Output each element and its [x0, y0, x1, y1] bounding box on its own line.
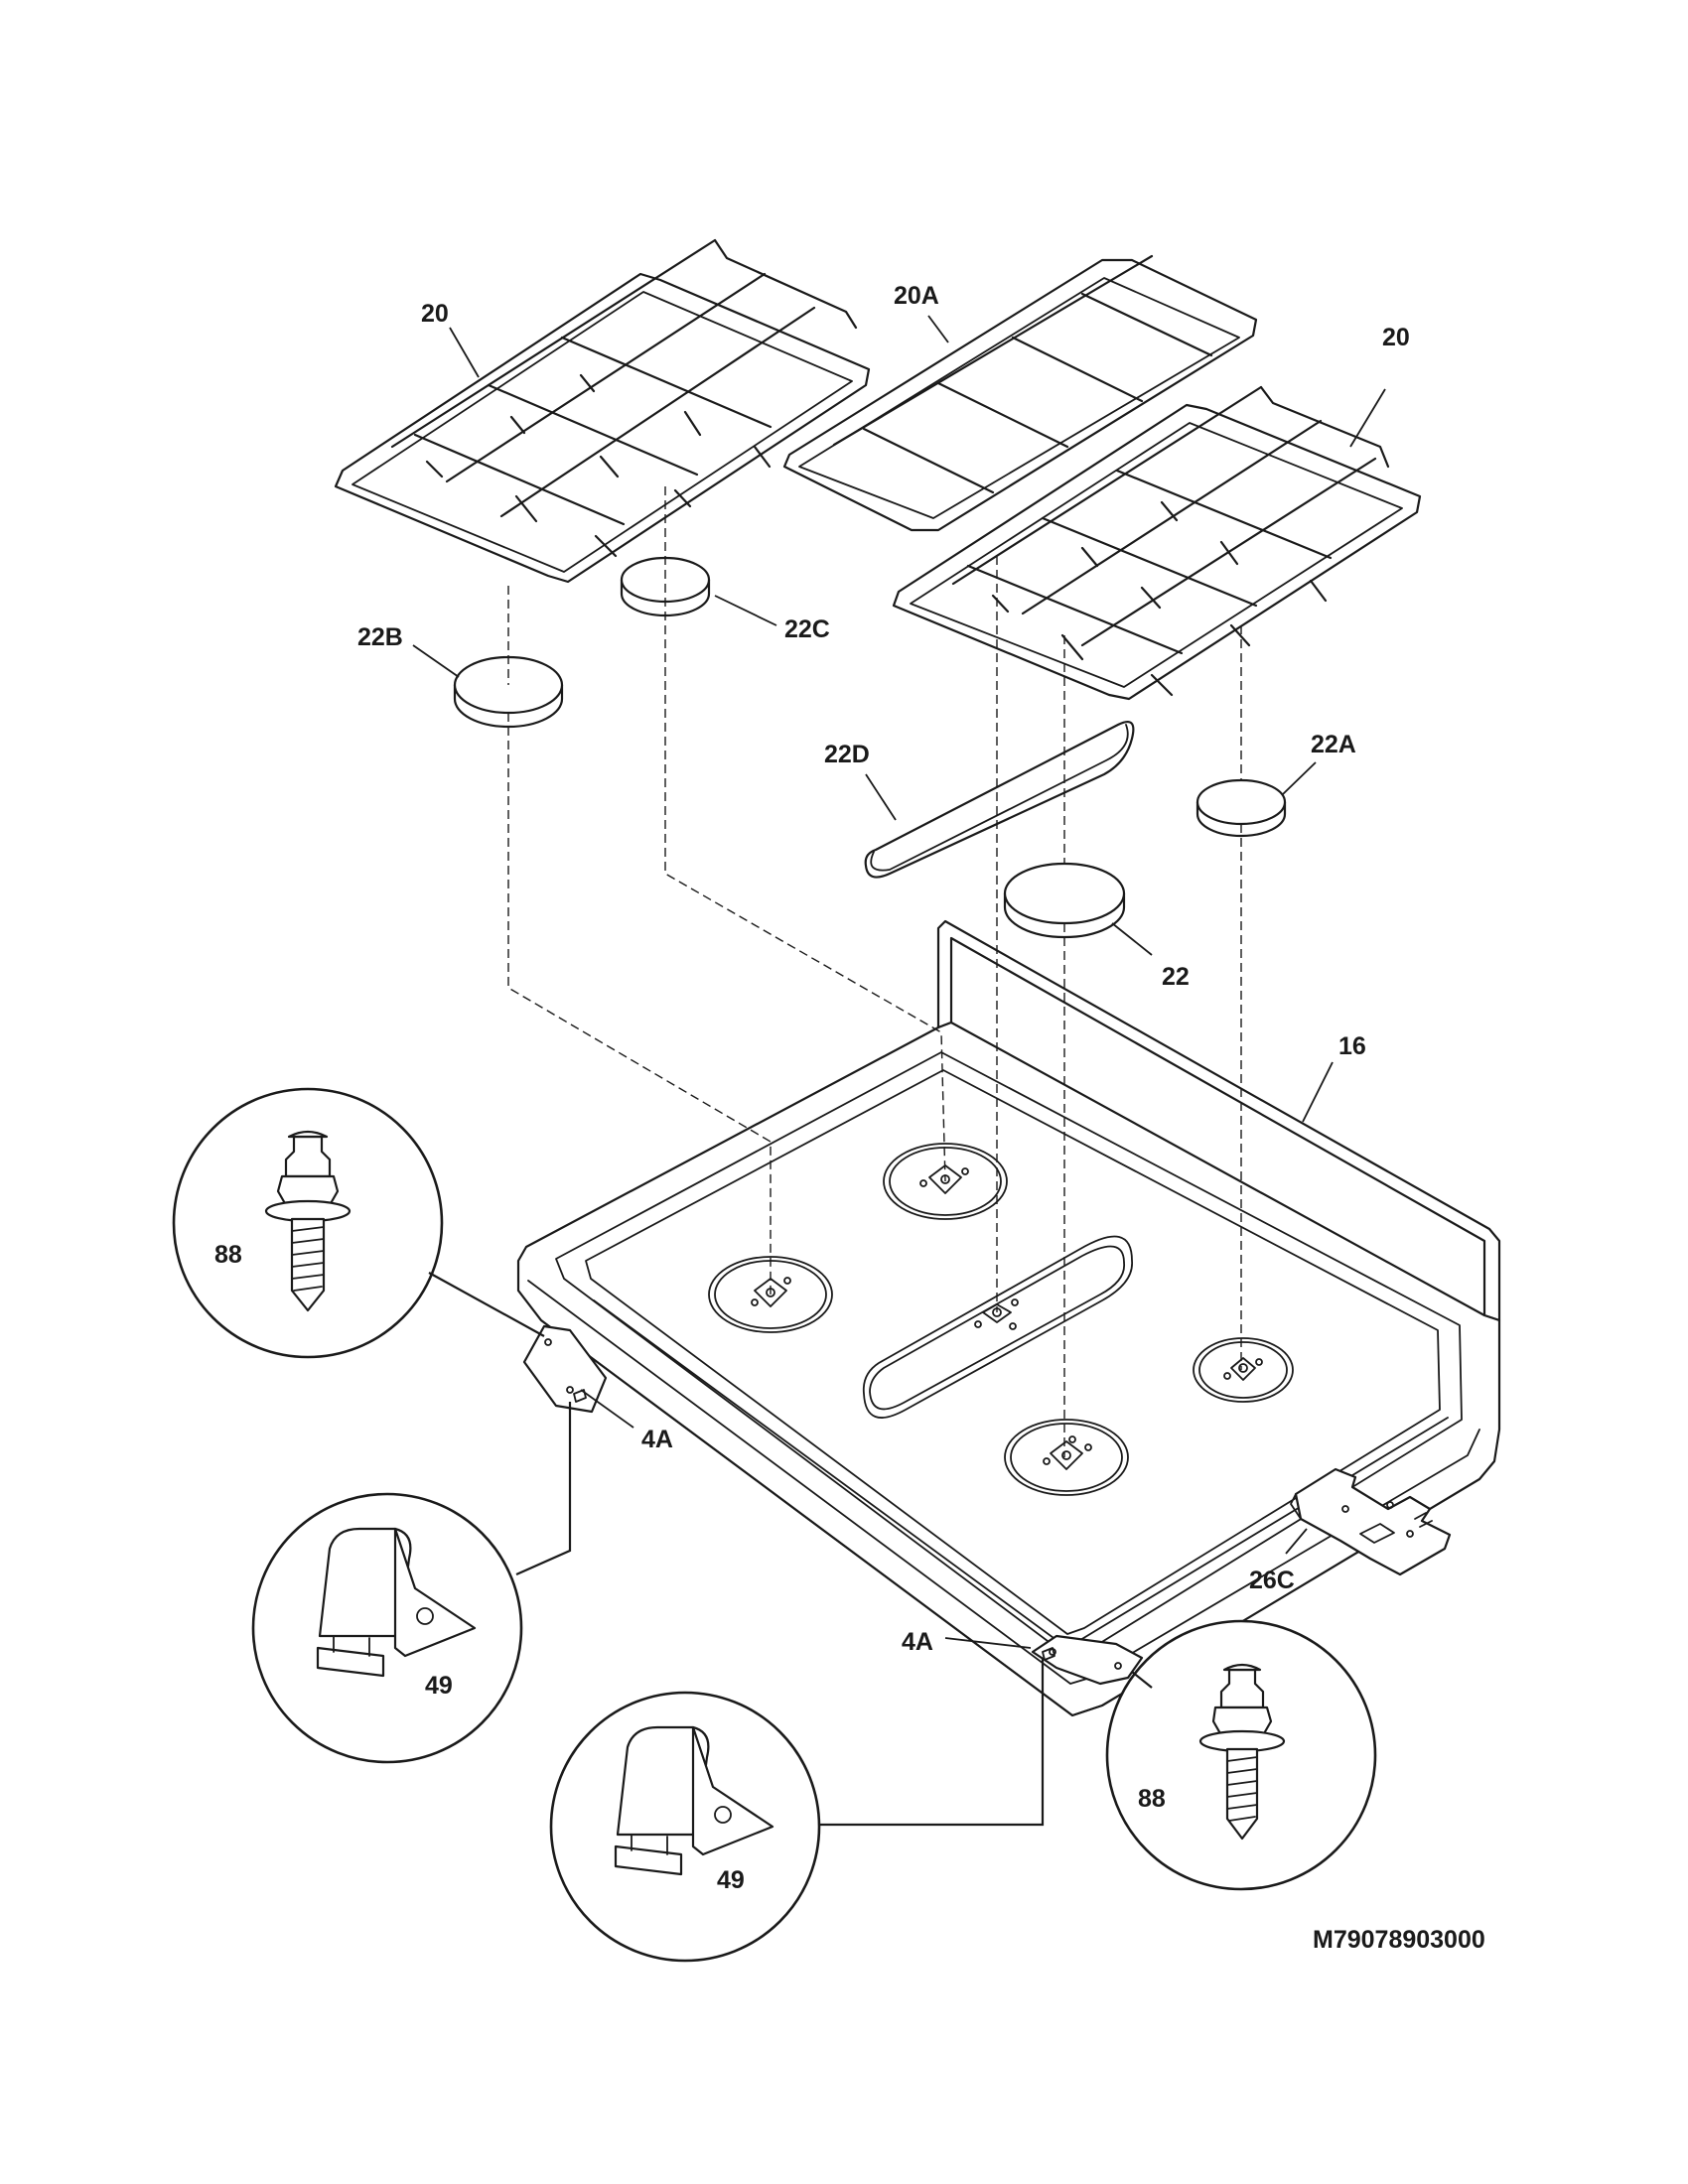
oval-burner-cap-22D	[864, 721, 1135, 879]
leader-lines	[412, 315, 1386, 1649]
callout-grate-left: 20	[421, 300, 449, 328]
screw-88-detail-left	[172, 1087, 444, 1359]
callout-clip-49-right: 49	[717, 1866, 745, 1894]
callout-cap-22B: 22B	[357, 623, 403, 651]
callout-cap-22A: 22A	[1311, 731, 1356, 758]
callout-cap-22D: 22D	[824, 741, 870, 768]
right-burner-grate	[892, 385, 1422, 701]
bracket-4A-right	[1031, 1634, 1144, 1686]
document-id: M79078903000	[1313, 1926, 1485, 1954]
assembly-lines	[507, 486, 1242, 1457]
callout-cap-22: 22	[1162, 963, 1190, 991]
bracket-4A-left	[522, 1324, 608, 1414]
cooktop-main-top	[516, 919, 1501, 1717]
burner-cap-22A	[1196, 778, 1287, 838]
callout-bracket-4A-left: 4A	[641, 1426, 673, 1453]
callout-screw-88-left: 88	[214, 1241, 242, 1269]
detail-connectors	[428, 1272, 1153, 1827]
callout-screw-88-right: 88	[1138, 1785, 1166, 1813]
callout-bracket-4A-right: 4A	[902, 1628, 933, 1656]
bracket-26C	[1290, 1467, 1452, 1576]
callout-cooktop-16: 16	[1338, 1032, 1366, 1060]
callout-grate-center: 20A	[894, 282, 939, 310]
callout-grate-right: 20	[1382, 324, 1410, 351]
callout-clip-49-left: 49	[425, 1672, 453, 1700]
clip-49-detail-left	[251, 1492, 523, 1764]
callout-bracket-26C: 26C	[1249, 1567, 1295, 1594]
burner-cap-22	[1003, 862, 1126, 939]
center-griddle-grate	[782, 254, 1258, 532]
callout-cap-22C: 22C	[784, 615, 830, 643]
screw-88-detail-right	[1105, 1619, 1377, 1891]
left-burner-grate	[334, 238, 871, 584]
clip-49-detail-right	[549, 1691, 821, 1963]
